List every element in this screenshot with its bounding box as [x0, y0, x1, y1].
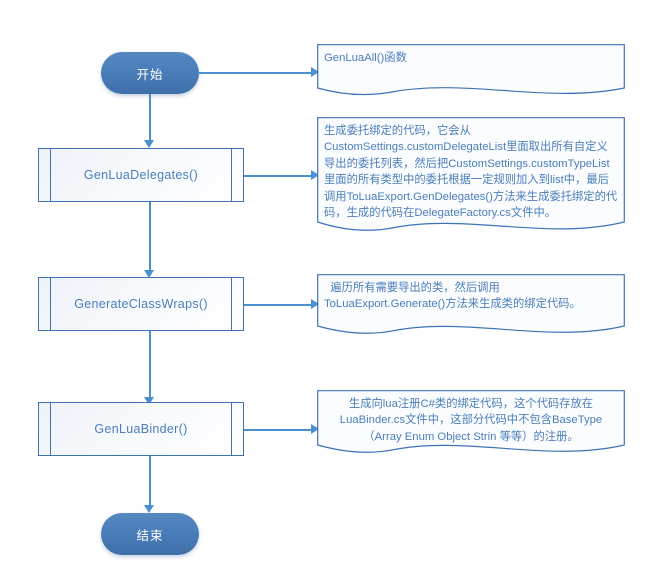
process-right-bar [231, 148, 232, 202]
note-shape-1 [317, 44, 625, 96]
process-right-bar [231, 277, 232, 331]
process-genluadelegates[interactable]: GenLuaDelegates() [38, 148, 244, 202]
note-genluabinder-desc-text: 生成向lua注册C#类的绑定代码，这个代码存放在LuaBinder.cs文件中，… [339, 398, 603, 443]
process-left-bar [50, 402, 51, 456]
note-generateclasswraps-desc: 遍历所有需要导出的类，然后调用ToLuaExport.Generate()方法来… [317, 274, 625, 338]
arrowhead-step3-to-note4 [311, 424, 319, 434]
arrowhead-step3-to-end [144, 505, 154, 513]
start-node[interactable]: 开始 [101, 52, 199, 94]
arrowhead-step2-to-step3 [144, 397, 154, 405]
note-generateclasswraps-desc-text: 遍历所有需要导出的类，然后调用ToLuaExport.Generate()方法来… [324, 282, 581, 311]
connector-step2-to-step3 [149, 331, 151, 401]
connector-step3-to-end [149, 456, 151, 509]
connector-step3-to-note4 [244, 429, 315, 431]
arrowhead-start-to-step1 [144, 140, 154, 148]
note-shape-3 [317, 274, 625, 334]
end-node-label: 结束 [136, 528, 164, 543]
note-genluabinder-desc: 生成向lua注册C#类的绑定代码，这个代码存放在LuaBinder.cs文件中，… [317, 390, 625, 457]
note-shape-2 [317, 117, 625, 231]
connector-start-to-note1 [199, 72, 315, 74]
connector-step1-to-step2 [149, 202, 151, 272]
arrowhead-step1-to-note2 [311, 170, 319, 180]
process-generateclasswraps[interactable]: GenerateClassWraps() [38, 277, 244, 331]
note-genluaall-text: GenLuaAll()函数 [324, 52, 407, 64]
note-genludelegates-desc: 生成委托绑定的代码，它会从CustomSettings.customDelega… [317, 117, 625, 235]
process-generateclasswraps-label: GenerateClassWraps() [74, 297, 208, 311]
process-left-bar [50, 148, 51, 202]
process-genluadelegates-label: GenLuaDelegates() [83, 168, 199, 182]
note-genluaall: GenLuaAll()函数 [317, 44, 625, 98]
process-genluabinder[interactable]: GenLuaBinder() [38, 402, 244, 456]
process-left-bar [50, 277, 51, 331]
start-node-label: 开始 [136, 67, 164, 82]
process-genluabinder-label: GenLuaBinder() [94, 422, 188, 436]
connector-step2-to-note3 [244, 304, 315, 306]
end-node[interactable]: 结束 [101, 513, 199, 555]
process-right-bar [231, 402, 232, 456]
note-genludelegates-desc-text: 生成委托绑定的代码，它会从CustomSettings.customDelega… [324, 125, 618, 220]
note-shape-4 [317, 390, 625, 453]
arrowhead-step1-to-step2 [144, 270, 154, 278]
connector-start-to-step1 [149, 94, 151, 142]
arrowhead-step2-to-note3 [311, 299, 319, 309]
connector-step1-to-note2 [244, 175, 315, 177]
arrowhead-start-to-note1 [311, 67, 319, 77]
